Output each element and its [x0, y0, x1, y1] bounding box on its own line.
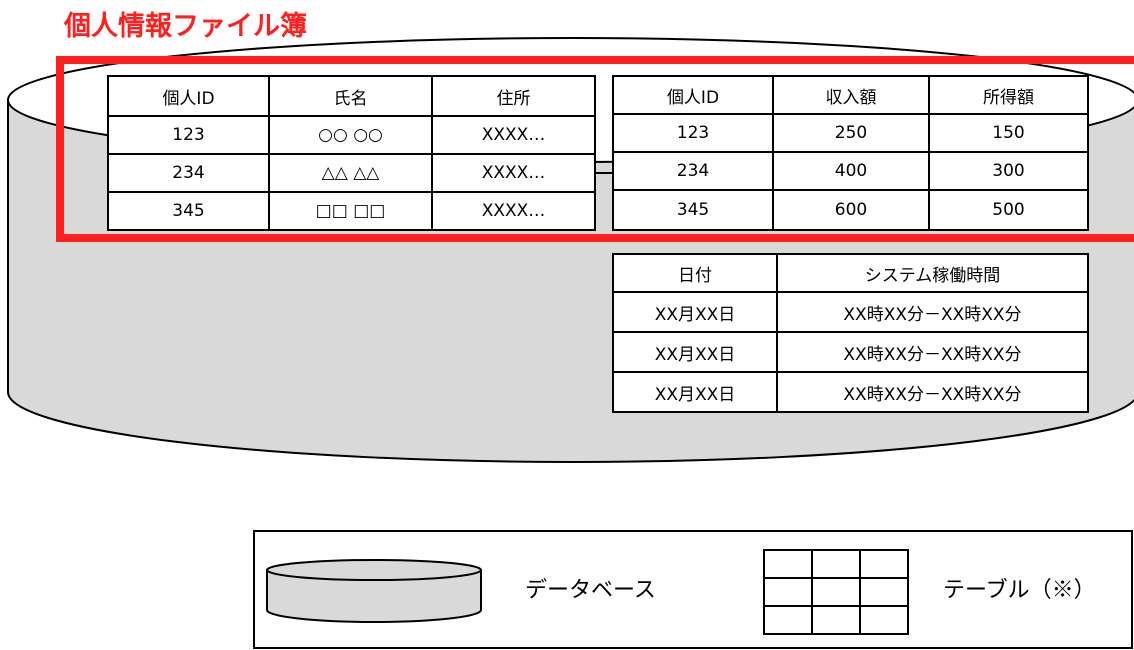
- table-cell: ○○ ○○: [268, 115, 433, 155]
- table-cell: 150: [928, 113, 1089, 153]
- column-header: 個人ID: [612, 75, 774, 115]
- column-header: 住所: [431, 75, 596, 117]
- page-title: 個人情報ファイル簿: [64, 11, 307, 42]
- table-cell: XX月XX日: [612, 371, 778, 413]
- table-cell: 400: [772, 151, 930, 191]
- column-header: 個人ID: [107, 75, 270, 117]
- table-cell: 123: [107, 115, 270, 155]
- table-cell: 250: [772, 113, 930, 153]
- table-cell: XX時XX分－XX時XX分: [776, 371, 1089, 413]
- legend-database-label: データベース: [525, 578, 656, 603]
- table-cell: XX時XX分－XX時XX分: [776, 291, 1089, 333]
- income-table: 個人ID 収入額 所得額 123 250 150 234 400 300 345…: [612, 75, 1089, 231]
- table-cell: 234: [612, 151, 774, 191]
- table-cell: XX月XX日: [612, 291, 778, 333]
- column-header: システム稼働時間: [776, 253, 1089, 293]
- table-cell: XX時XX分－XX時XX分: [776, 331, 1089, 373]
- system-operation-table: 日付 システム稼働時間 XX月XX日 XX時XX分－XX時XX分 XX月XX日 …: [612, 253, 1089, 413]
- table-cell: 300: [928, 151, 1089, 191]
- table-cell: XXXX…: [431, 191, 596, 231]
- table-cell: XX月XX日: [612, 331, 778, 373]
- cylinder-icon: [266, 559, 482, 623]
- table-cell: 500: [928, 189, 1089, 231]
- table-cell: XXXX…: [431, 115, 596, 155]
- column-header: 日付: [612, 253, 778, 293]
- legend: データベース テーブル（※）: [253, 530, 1133, 649]
- table-cell: 345: [107, 191, 270, 231]
- table-cell: 234: [107, 153, 270, 193]
- table-cell: 123: [612, 113, 774, 153]
- grid-icon: [763, 549, 909, 635]
- column-header: 収入額: [772, 75, 930, 115]
- table-cell: 345: [612, 189, 774, 231]
- table-cell: XXXX…: [431, 153, 596, 193]
- column-header: 所得額: [928, 75, 1089, 115]
- table-cell: □□ □□: [268, 191, 433, 231]
- personal-info-table: 個人ID 氏名 住所 123 ○○ ○○ XXXX… 234 △△ △△ XXX…: [107, 75, 596, 231]
- legend-table-label: テーブル（※）: [943, 578, 1096, 603]
- table-cell: △△ △△: [268, 153, 433, 193]
- column-header: 氏名: [268, 75, 433, 117]
- table-cell: 600: [772, 189, 930, 231]
